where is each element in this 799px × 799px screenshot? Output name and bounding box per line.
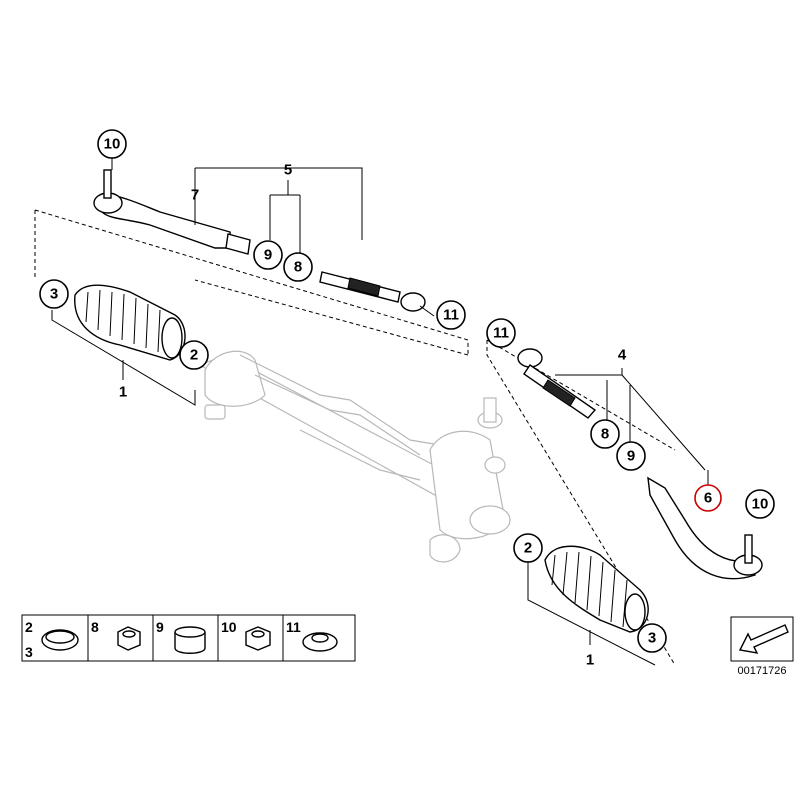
svg-text:3: 3 [50, 286, 58, 303]
label-7: 7 [191, 187, 199, 204]
svg-text:8: 8 [294, 259, 302, 276]
legend-cell-9[interactable]: 9 [156, 619, 206, 654]
callout-10-top[interactable]: 10 [97, 129, 127, 159]
svg-text:3: 3 [25, 644, 33, 660]
boot-left [74, 284, 186, 361]
view-direction-arrow [730, 616, 794, 662]
svg-text:11: 11 [286, 619, 301, 635]
svg-text:3: 3 [648, 630, 656, 647]
callout-8-right[interactable]: 8 [590, 419, 620, 449]
callout-10-right[interactable]: 10 [745, 489, 775, 519]
svg-text:10: 10 [221, 619, 237, 635]
boot-bottom [544, 545, 649, 633]
tie-rod-end-right [647, 476, 763, 580]
svg-text:10: 10 [104, 136, 121, 153]
reference-number: 00171726 [738, 665, 787, 677]
label-4: 4 [618, 347, 627, 364]
callout-9-top[interactable]: 9 [253, 240, 283, 270]
legend-cell-8[interactable]: 8 [91, 619, 141, 651]
inner-tie-rod-right [517, 348, 597, 419]
legend-cell-11[interactable]: 11 [286, 619, 338, 652]
steering-rack-ghost [198, 350, 511, 563]
svg-text:2: 2 [524, 540, 532, 557]
callout-2-bottom[interactable]: 2 [513, 533, 543, 563]
tie-rod-end-left [93, 169, 251, 255]
leader-lines [51, 158, 709, 666]
inner-tie-rod-left [319, 271, 426, 312]
svg-text:6: 6 [704, 490, 712, 507]
callout-8-top[interactable]: 8 [283, 252, 313, 282]
callout-2-left[interactable]: 2 [179, 340, 209, 370]
svg-text:11: 11 [443, 307, 459, 324]
svg-text:11: 11 [493, 325, 509, 342]
label-1-left: 1 [119, 384, 127, 401]
legend-cell-10[interactable]: 10 [221, 619, 271, 651]
svg-text:10: 10 [752, 496, 769, 513]
callout-11-top[interactable]: 11 [436, 300, 466, 330]
svg-text:2: 2 [25, 619, 33, 635]
callout-9-right[interactable]: 9 [616, 441, 646, 471]
sleeve-icon [174, 632, 206, 654]
label-5: 5 [284, 162, 292, 179]
callout-3-left[interactable]: 3 [39, 279, 69, 309]
svg-text:9: 9 [156, 619, 164, 635]
parts-legend: 2 3 8 9 10 11 [21, 614, 356, 662]
label-1-bottom: 1 [586, 652, 594, 669]
svg-text:9: 9 [264, 247, 272, 264]
svg-text:9: 9 [627, 448, 635, 465]
callout-6-right-highlighted[interactable]: 6 [694, 484, 722, 512]
svg-text:8: 8 [601, 426, 609, 443]
assembly-boundary-left [34, 209, 469, 356]
legend-cell-clamp[interactable]: 2 3 [25, 619, 79, 660]
arrow-icon [738, 624, 789, 654]
callout-11-right[interactable]: 11 [486, 318, 516, 348]
svg-text:2: 2 [190, 347, 198, 364]
callout-3-bottom[interactable]: 3 [637, 623, 667, 653]
svg-text:8: 8 [91, 619, 99, 635]
